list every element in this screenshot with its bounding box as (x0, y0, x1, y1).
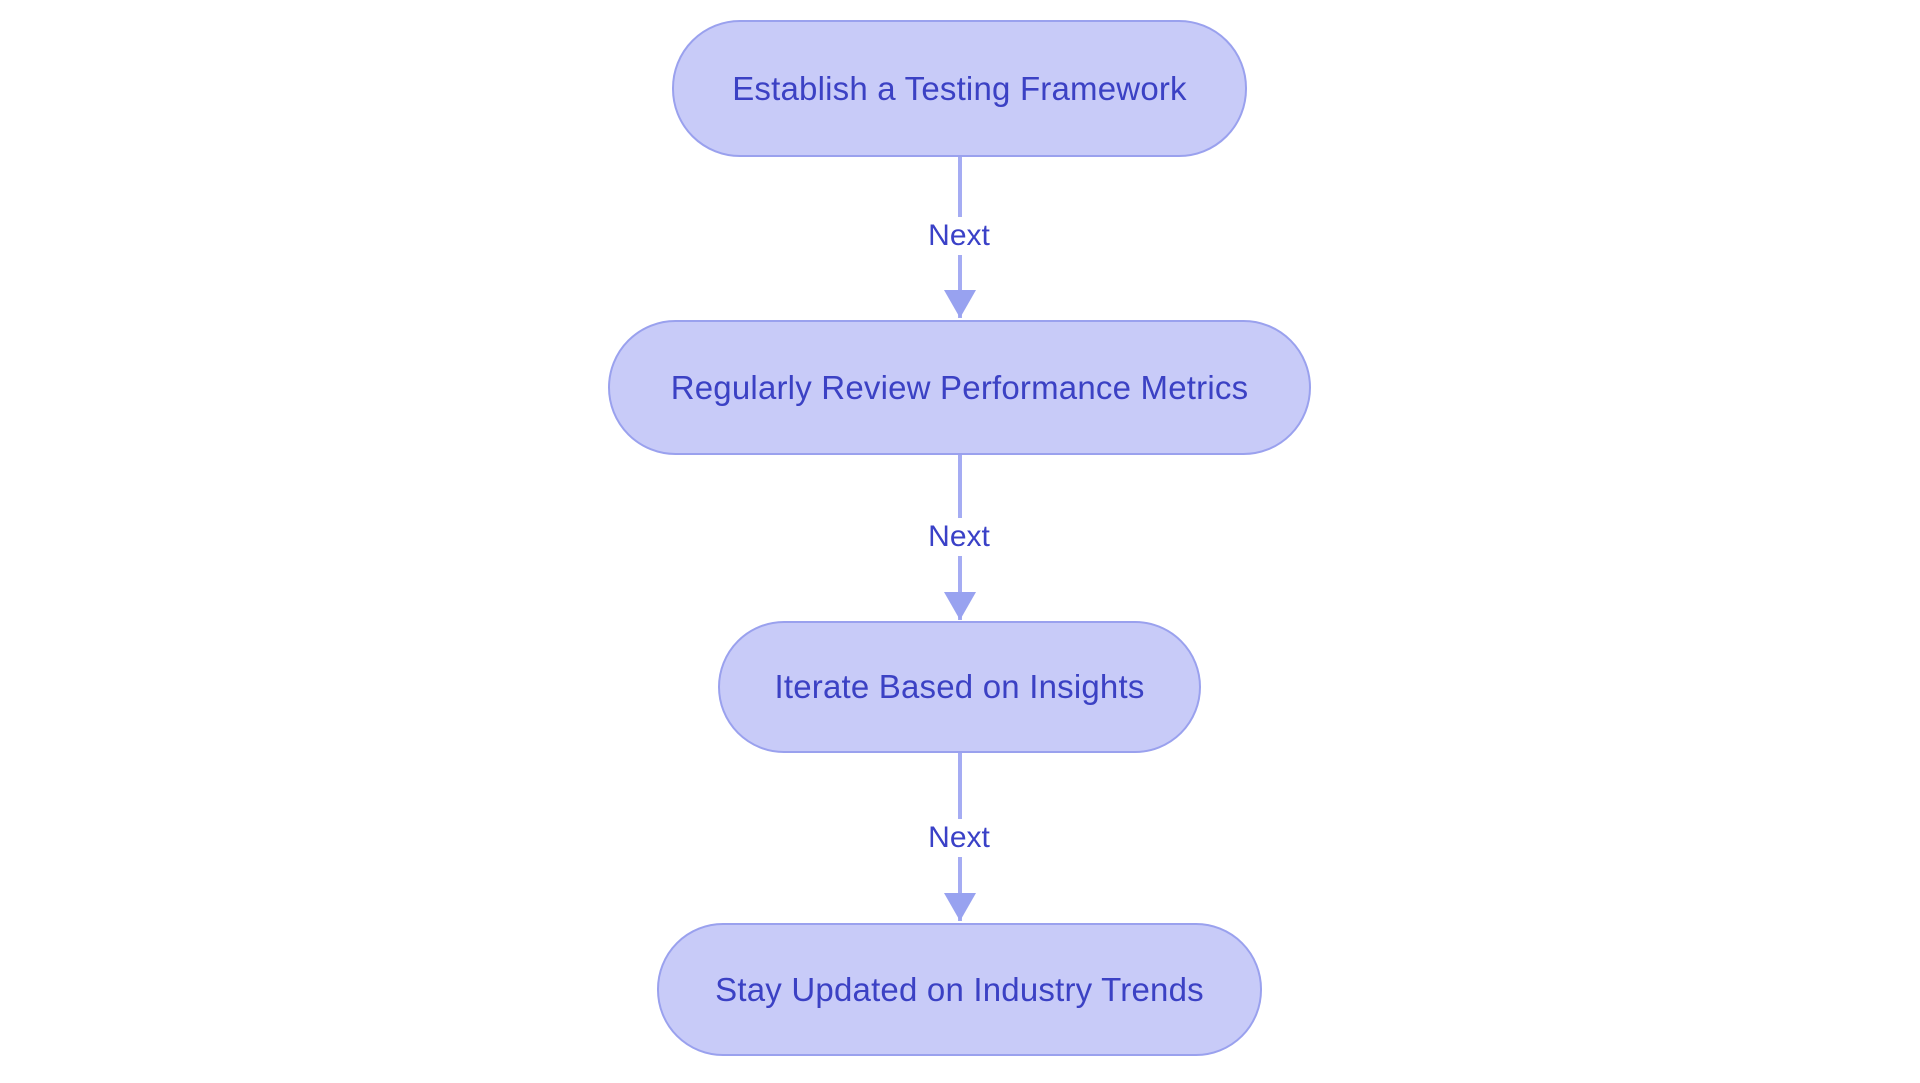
node-stay-updated-on-industry-trends[interactable]: Stay Updated on Industry Trends (657, 923, 1262, 1056)
arrowhead-down-icon (944, 290, 976, 318)
edge-label-1: Next (920, 217, 998, 255)
node-iterate-based-on-insights[interactable]: Iterate Based on Insights (718, 621, 1201, 753)
node-label: Establish a Testing Framework (732, 69, 1187, 107)
node-label: Regularly Review Performance Metrics (670, 368, 1249, 406)
edge-label-3: Next (920, 819, 998, 857)
node-label: Iterate Based on Insights (774, 668, 1145, 705)
node-regularly-review-performance-metrics[interactable]: Regularly Review Performance Metrics (608, 320, 1311, 455)
arrowhead-down-icon (944, 893, 976, 921)
edge-label-2: Next (920, 518, 998, 556)
arrowhead-down-icon (944, 592, 976, 620)
node-establish-testing-framework[interactable]: Establish a Testing Framework (672, 20, 1247, 157)
node-label: Stay Updated on Industry Trends (715, 970, 1204, 1008)
